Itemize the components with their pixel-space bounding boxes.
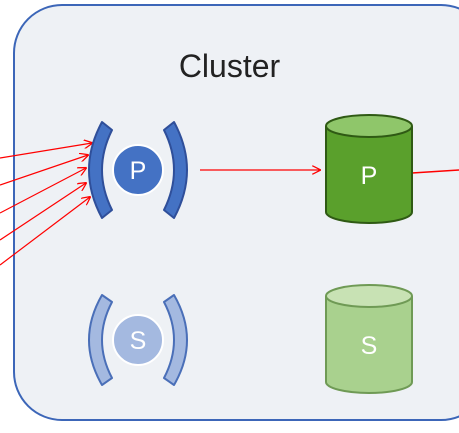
client-connections (0, 143, 92, 266)
primary-endpoint: P (88, 121, 188, 219)
secondary-endpoint-circle (112, 314, 164, 366)
primary-endpoint-label: P (130, 157, 147, 185)
client-connection-3 (0, 168, 86, 214)
secondary-database-label: S (361, 332, 378, 360)
secondary-database: S (325, 284, 413, 394)
primary-database-top (325, 114, 413, 138)
client-connection-4 (0, 183, 86, 241)
client-connection-2 (0, 155, 88, 186)
secondary-endpoint: S (88, 294, 188, 386)
primary-endpoint-circle (112, 144, 164, 196)
primary-database-body (325, 126, 413, 224)
primary-left-arc (88, 121, 113, 219)
database-outgoing-connection (411, 169, 459, 174)
cluster-title: Cluster (178, 48, 281, 84)
secondary-endpoint-label: S (130, 327, 147, 355)
secondary-left-arc (88, 294, 113, 386)
primary-database: P (325, 114, 413, 224)
secondary-right-arc (163, 294, 188, 386)
client-connection-5 (0, 197, 90, 266)
primary-right-arc (163, 121, 188, 219)
primary-database-label: P (361, 162, 378, 190)
secondary-database-body (325, 296, 413, 394)
secondary-database-top (325, 284, 413, 308)
client-connection-1 (0, 143, 92, 159)
